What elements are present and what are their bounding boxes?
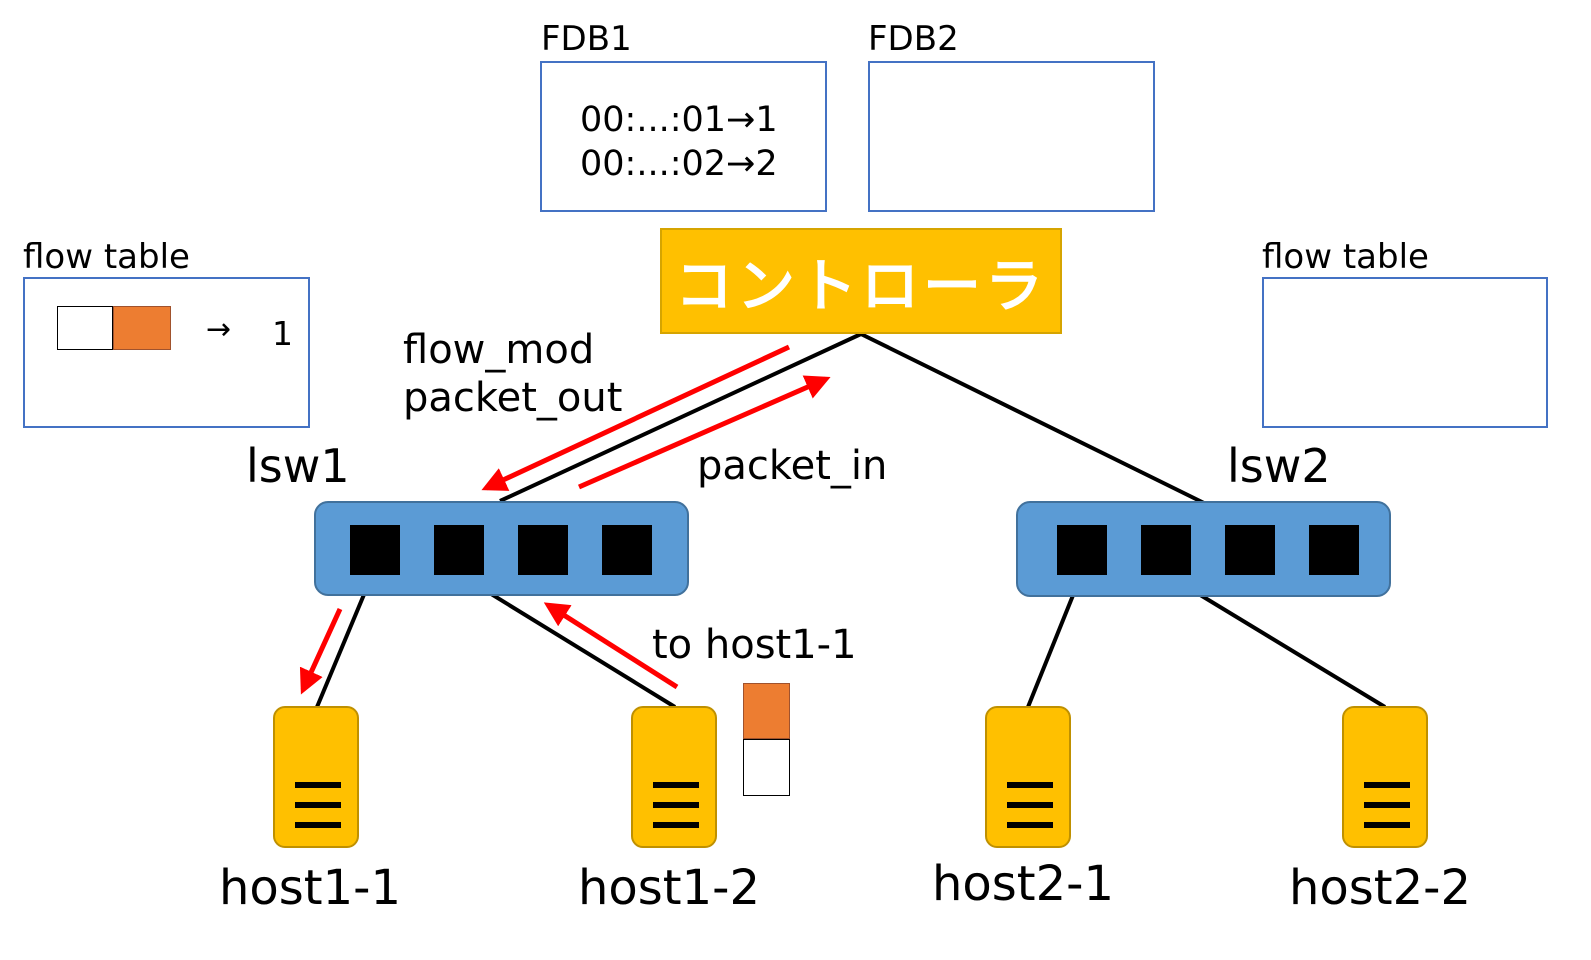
host-label-2-1: host2-1 [932,856,1115,912]
link-controller-lsw1 [499,332,862,503]
flow-entry-orange-cell [113,306,171,350]
switch-lsw2 [1016,501,1391,597]
switch-lsw1 [314,501,689,596]
fdb1-entry-2: 00:...:02→2 [580,144,778,184]
controller-box: コントローラ [660,228,1062,334]
arrow-packet-in [577,375,831,490]
flow-entry-white-cell [57,306,113,350]
arrow-to-host1-1 [299,607,343,695]
host-label-1-2: host1-2 [578,860,761,916]
lsw2-port-4 [1309,525,1359,575]
flow-table-right-title: flow table [1262,237,1429,277]
flow-entry-arrow: → [206,312,232,347]
to-host-label: to host1-1 [652,622,857,668]
lsw2-port-2 [1141,525,1191,575]
flow-table-right-box [1262,277,1548,428]
host-label-2-2: host2-2 [1289,860,1472,916]
host-label-1-1: host1-1 [219,860,402,916]
lsw1-port-2 [434,525,484,575]
flow-table-left-box: → 1 [23,277,310,428]
switch-label-lsw1: lsw1 [246,439,350,493]
packet-out-label: packet_out [403,375,623,421]
packet-white-body [743,739,790,796]
lsw1-port-3 [518,525,568,575]
fdb1-title: FDB1 [541,19,632,59]
switch-label-lsw2: lsw2 [1227,439,1331,493]
flow-mod-label: flow_mod [403,327,595,373]
lsw1-port-1 [350,525,400,575]
host-2-1 [985,706,1071,848]
lsw2-port-3 [1225,525,1275,575]
fdb2-box [868,61,1155,212]
lsw2-port-1 [1057,525,1107,575]
lsw1-port-4 [602,525,652,575]
fdb2-title: FDB2 [868,19,959,59]
flow-entry-port: 1 [272,314,293,353]
host-1-2 [631,706,717,848]
link-controller-lsw2 [860,332,1205,505]
fdb1-box: 00:...:01→1 00:...:02→2 [540,61,827,212]
host-2-2 [1342,706,1428,848]
arrow-flow-mod [481,344,791,491]
arrow-from-host1-2 [543,602,679,690]
flow-table-left-title: flow table [23,237,190,277]
controller-label: コントローラ [674,252,1047,320]
host-1-1 [273,706,359,848]
packet-in-label: packet_in [697,443,888,489]
fdb1-entry-1: 00:...:01→1 [580,100,778,140]
packet-orange-header [743,683,790,739]
